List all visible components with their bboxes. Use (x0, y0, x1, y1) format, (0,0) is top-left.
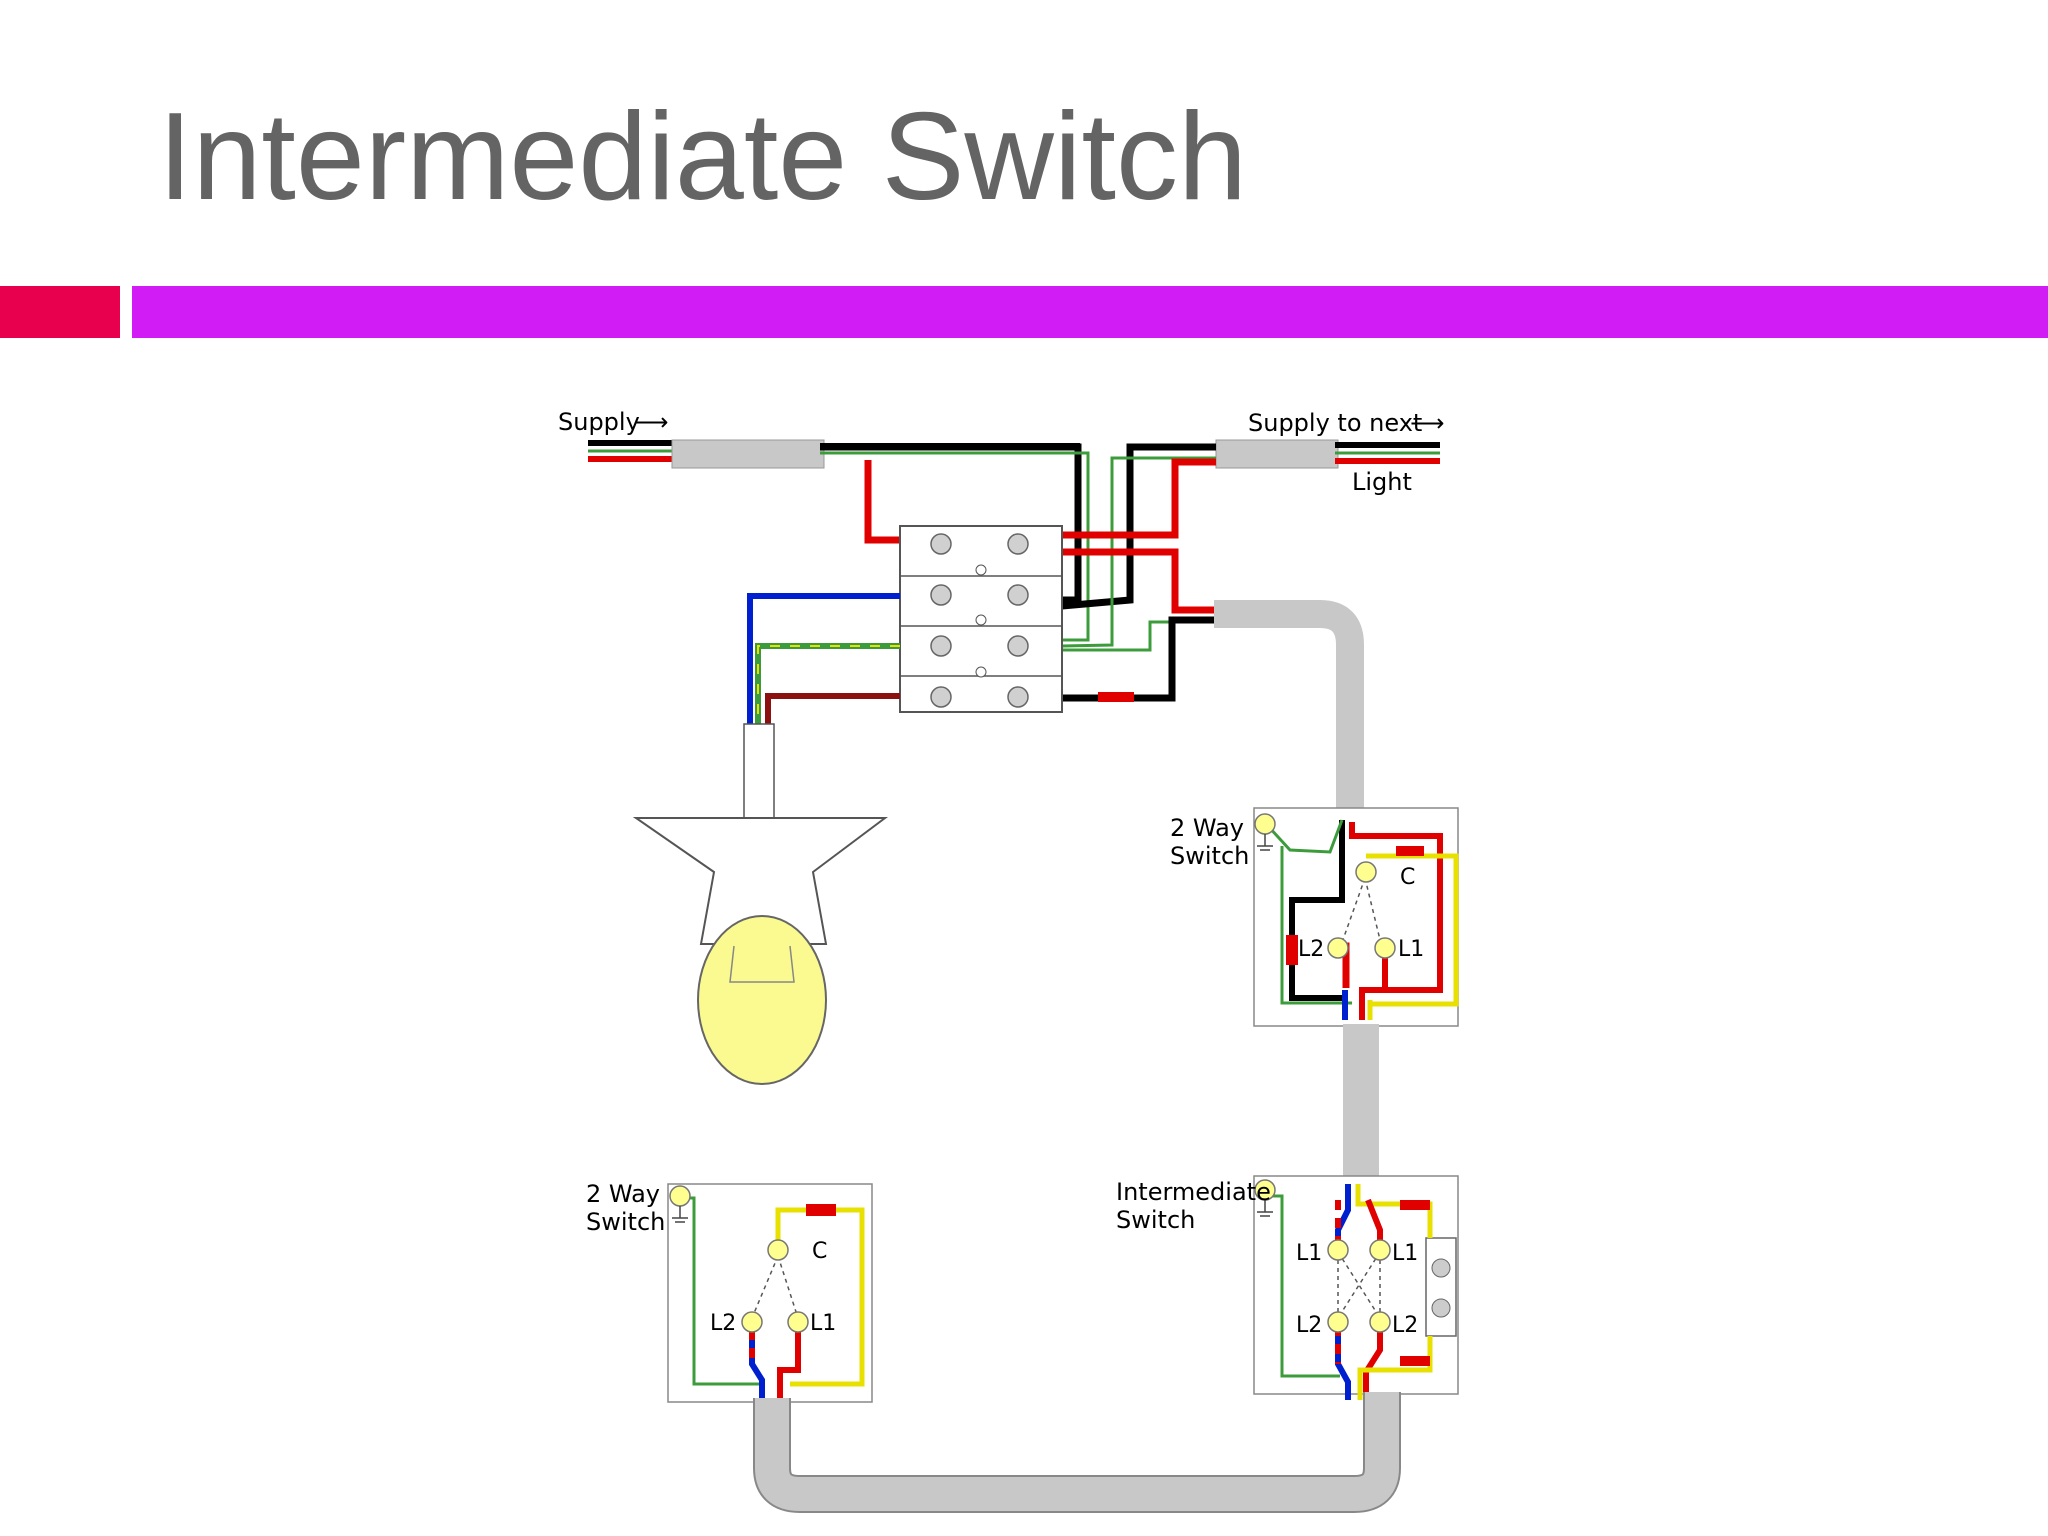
switch-bottom-title-1: 2 Way (586, 1180, 660, 1208)
lamp-live-wire (765, 693, 900, 726)
switch-intermediate-title-1: Intermediate (1116, 1178, 1271, 1206)
slide-title: Intermediate Switch (158, 88, 1247, 226)
switch-feed-live-wire (1062, 548, 1215, 614)
intermediate-switch-box (1253, 1175, 1459, 1400)
supply-next-cable (1215, 439, 1440, 469)
next-neutral-wire (1061, 443, 1216, 610)
switch-bottom-terminal-l2: L2 (710, 1311, 736, 1336)
cable-2way-to-intermediate (1343, 1024, 1379, 1182)
switch-bottom-title-2: Switch (586, 1208, 665, 1236)
lamp-earth-wire (755, 643, 900, 726)
two-way-switch-bottom (667, 1183, 873, 1404)
junction-box (899, 525, 1063, 713)
supply-next-label: Supply to next (1248, 409, 1422, 437)
switch-top-terminal-l1: L1 (1398, 937, 1424, 962)
switch-intermediate-title-2: Switch (1116, 1206, 1195, 1234)
switch-top-title-2: Switch (1170, 842, 1249, 870)
supply-next-label-light: Light (1352, 468, 1412, 496)
next-live-wire (1062, 458, 1216, 539)
light-fitting (632, 723, 888, 1085)
lamp-neutral-wire (747, 593, 900, 726)
lamp-earth-stripe (757, 645, 900, 726)
supply-neutral-wire (820, 443, 1082, 604)
title-accent-block (0, 286, 120, 338)
supply-arrow: ⟶ (634, 408, 668, 436)
switch-bottom-terminal-c: C (812, 1239, 827, 1264)
switch-top-terminal-l2: L2 (1298, 937, 1324, 962)
supply-next-arrow: ⟶ (1410, 409, 1444, 437)
switch-intermediate-l2-right: L2 (1392, 1313, 1418, 1338)
switch-return-wire (1062, 616, 1215, 702)
cable-to-2way-switch (1214, 600, 1364, 810)
supply-live-wire (864, 460, 900, 544)
two-way-switch-top (1253, 807, 1459, 1027)
supply-earth-wire (820, 451, 1090, 642)
switch-top-terminal-c: C (1400, 865, 1415, 890)
title-accent-bar (132, 286, 2048, 338)
switch-intermediate-l2-left: L2 (1296, 1313, 1322, 1338)
switch-top-title-1: 2 Way (1170, 814, 1244, 842)
earth-symbols (672, 834, 1273, 1223)
switch-bottom-terminal-l1: L1 (810, 1311, 836, 1336)
supply-label: Supply (558, 408, 640, 436)
switch-intermediate-l1-right: L1 (1392, 1241, 1418, 1266)
switch-intermediate-l1-left: L1 (1296, 1241, 1322, 1266)
switch-return-red-sleeve (1098, 692, 1134, 702)
cable-bottom-link (755, 1392, 1399, 1511)
